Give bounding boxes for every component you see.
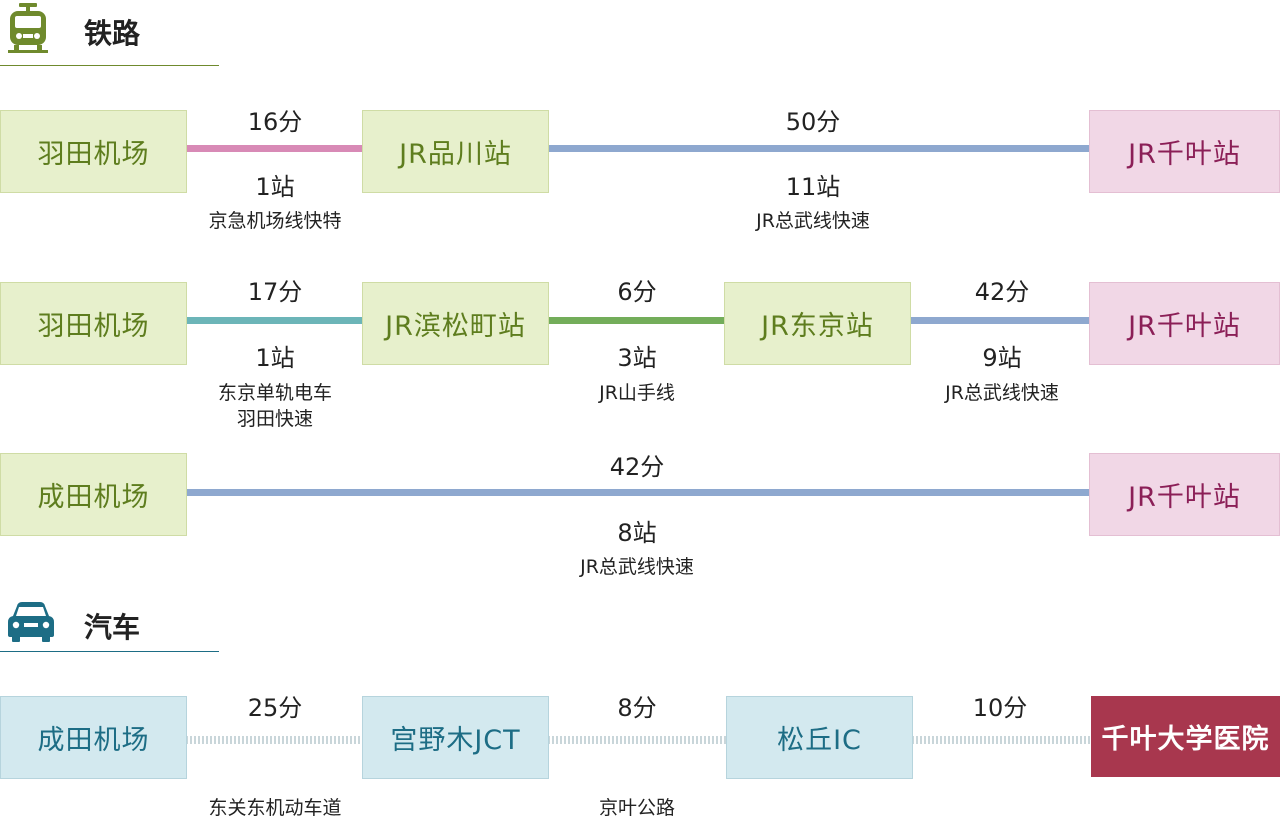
road-line	[186, 736, 362, 744]
route1-seg2-stops: 11站	[785, 173, 841, 201]
route2-seg3-line: JR总武线快速	[945, 382, 1059, 404]
keikyu-line	[186, 145, 362, 152]
route3-seg1-stops: 8站	[617, 519, 657, 547]
car-section-header: 汽车	[0, 596, 220, 654]
car-seg1-time: 25分	[247, 694, 303, 722]
hospital-destination: 千叶大学医院	[1091, 696, 1280, 777]
car-divider	[0, 651, 219, 652]
car-seg2-road: 京叶公路	[598, 797, 676, 819]
car-heading: 汽车	[84, 611, 141, 644]
route2-seg1-stops: 1站	[255, 344, 295, 372]
station-chiba: JR千叶站	[1089, 282, 1280, 365]
rail-heading: 铁路	[84, 17, 141, 50]
road-line	[912, 736, 1092, 744]
station-chiba: JR千叶站	[1089, 110, 1280, 193]
station-chiba: JR千叶站	[1089, 453, 1280, 536]
route2-seg1-line2: 羽田快速	[236, 408, 314, 430]
sobu-line	[910, 317, 1090, 324]
route2-seg2-line: JR山手线	[599, 382, 675, 404]
road-line	[548, 736, 726, 744]
route1-seg1-line: 京急机场线快特	[208, 210, 342, 232]
route1-seg1-stops: 1站	[255, 173, 295, 201]
car-seg3-time: 10分	[972, 694, 1028, 722]
route2-seg2-stops: 3站	[617, 344, 657, 372]
monorail-line	[186, 317, 362, 324]
station-shinagawa: JR品川站	[362, 110, 549, 193]
route2-seg1-line1: 东京单轨电车	[217, 382, 333, 404]
station-tokyo: JR东京站	[724, 282, 911, 365]
station-haneda: 羽田机场	[0, 282, 187, 365]
route2-seg3-time: 42分	[974, 278, 1030, 306]
sobu-line	[548, 145, 1090, 152]
station-narita: 成田机场	[0, 453, 187, 536]
interchange-matsugaoka: 松丘IC	[726, 696, 913, 779]
route2-seg2-time: 6分	[617, 278, 657, 306]
car-seg1-road: 东关东机动车道	[208, 797, 342, 819]
yamanote-line	[548, 317, 724, 324]
route3-seg1-line: JR总武线快速	[580, 556, 694, 578]
junction-miyanogi: 宫野木JCT	[362, 696, 549, 779]
car-icon	[8, 602, 54, 642]
rail-divider	[0, 65, 219, 66]
route2-seg1-time: 17分	[247, 278, 303, 306]
station-hamamatsucho: JR滨松町站	[362, 282, 549, 365]
route3-seg1-time: 42分	[609, 453, 665, 481]
route1-seg2-line: JR总武线快速	[756, 210, 870, 232]
station-haneda: 羽田机场	[0, 110, 187, 193]
rail-section-header: 铁路	[0, 0, 220, 66]
sobu-line	[186, 489, 1090, 496]
route2-seg3-stops: 9站	[982, 344, 1022, 372]
route1-seg1-time: 16分	[247, 108, 303, 136]
station-narita: 成田机场	[0, 696, 187, 779]
route1-seg2-time: 50分	[785, 108, 841, 136]
car-seg2-time: 8分	[617, 694, 657, 722]
train-icon	[8, 3, 48, 53]
